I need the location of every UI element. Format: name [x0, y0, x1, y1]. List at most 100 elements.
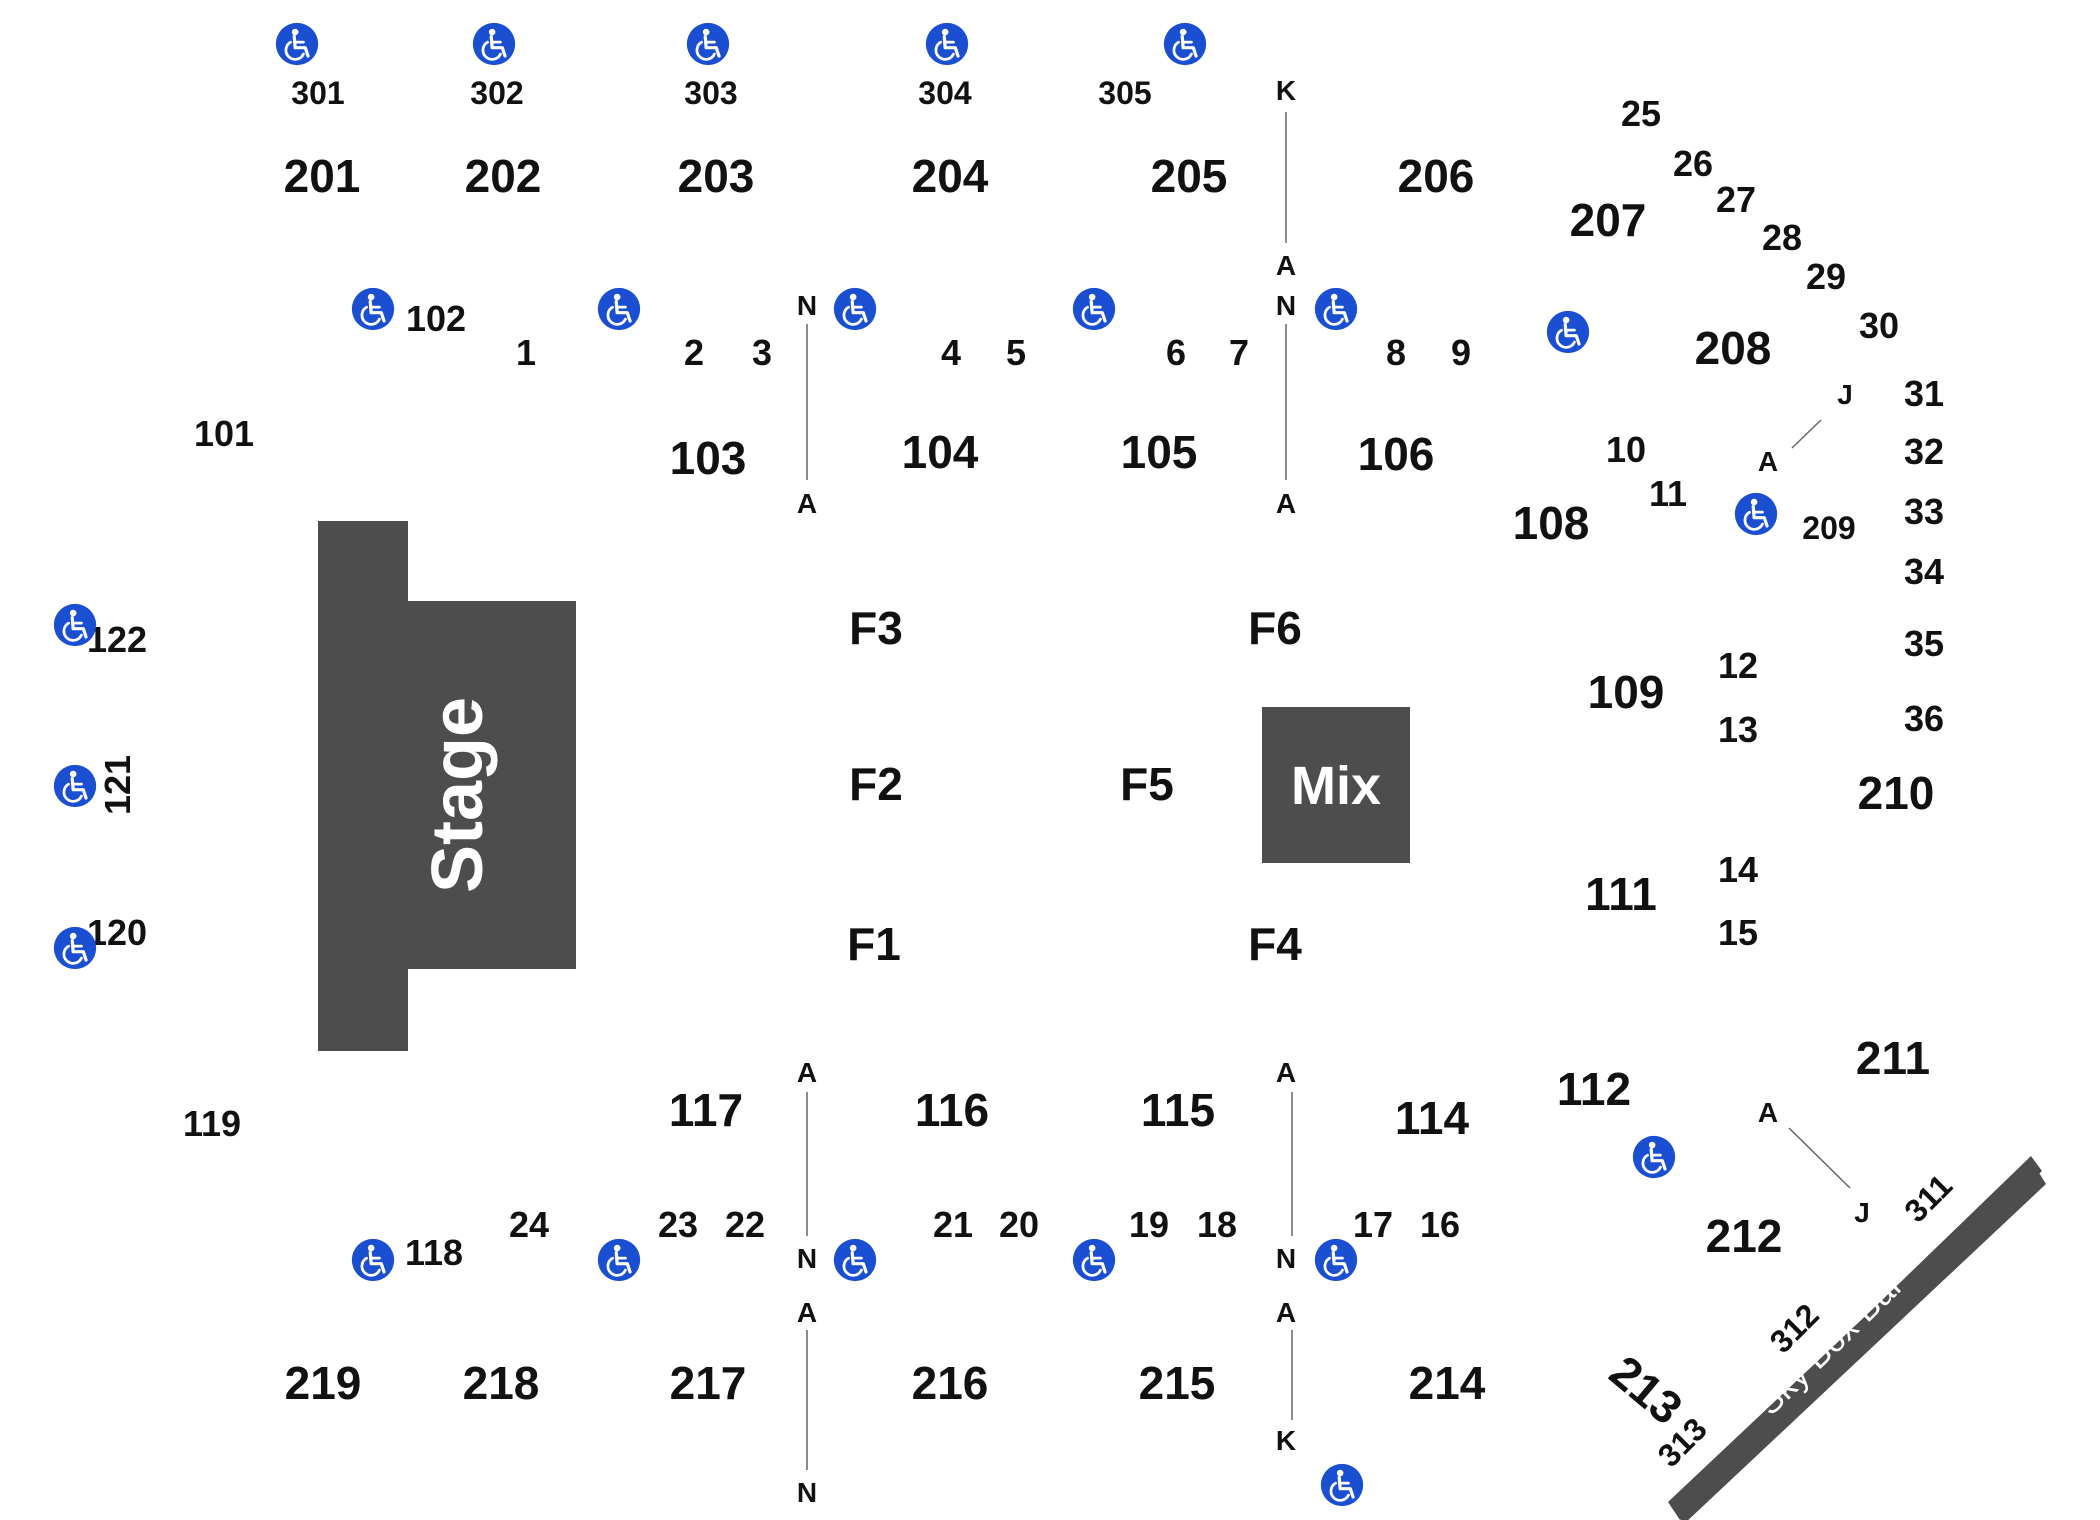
section-117[interactable]: 117 [669, 1084, 743, 1136]
row-label: N [1276, 1243, 1296, 1274]
section-219[interactable]: 219 [285, 1357, 362, 1409]
box-34[interactable]: 34 [1904, 551, 1944, 592]
box-4[interactable]: 4 [941, 332, 961, 373]
box-5[interactable]: 5 [1006, 332, 1026, 373]
box-23[interactable]: 23 [658, 1204, 698, 1245]
mix-label: Mix [1291, 756, 1381, 816]
box-25[interactable]: 25 [1621, 93, 1661, 134]
section-210[interactable]: 210 [1858, 767, 1935, 819]
section-216[interactable]: 216 [912, 1357, 989, 1409]
sections-floor: F1 F2 F3 F4 F5 F6 [847, 602, 1302, 970]
box-31[interactable]: 31 [1904, 373, 1944, 414]
section-201[interactable]: 201 [284, 150, 361, 202]
section-218[interactable]: 218 [463, 1357, 540, 1409]
section-204[interactable]: 204 [912, 150, 989, 202]
box-19[interactable]: 19 [1129, 1204, 1169, 1245]
section-120[interactable]: 120 [87, 912, 147, 953]
box-7[interactable]: 7 [1229, 332, 1249, 373]
box-32[interactable]: 32 [1904, 431, 1944, 472]
section-206[interactable]: 206 [1398, 150, 1475, 202]
section-305[interactable]: 305 [1098, 75, 1151, 111]
box-15[interactable]: 15 [1718, 912, 1758, 953]
wheelchair-icon [52, 763, 98, 809]
section-f5[interactable]: F5 [1120, 758, 1174, 810]
box-26[interactable]: 26 [1673, 143, 1713, 184]
wheelchair-icon [1631, 1134, 1677, 1180]
section-119[interactable]: 119 [183, 1103, 241, 1144]
section-112[interactable]: 112 [1557, 1063, 1631, 1115]
row-label: J [1854, 1197, 1870, 1228]
box-29[interactable]: 29 [1806, 256, 1846, 297]
section-108[interactable]: 108 [1513, 497, 1590, 549]
section-115[interactable]: 115 [1141, 1084, 1215, 1136]
box-24[interactable]: 24 [509, 1204, 549, 1245]
sections-100: 101 102 103 104 105 106 108 109 111 112 … [87, 298, 1664, 1273]
box-22[interactable]: 22 [725, 1204, 765, 1245]
box-1[interactable]: 1 [516, 332, 536, 373]
box-13[interactable]: 13 [1718, 709, 1758, 750]
box-17[interactable]: 17 [1353, 1204, 1393, 1245]
section-103[interactable]: 103 [670, 432, 747, 484]
section-301[interactable]: 301 [291, 75, 344, 111]
section-121[interactable]: 121 [97, 755, 138, 815]
box-33[interactable]: 33 [1904, 491, 1944, 532]
section-f3[interactable]: F3 [849, 602, 903, 654]
section-104[interactable]: 104 [902, 426, 979, 478]
section-101[interactable]: 101 [194, 413, 254, 454]
section-302[interactable]: 302 [470, 75, 523, 111]
section-217[interactable]: 217 [670, 1357, 747, 1409]
section-215[interactable]: 215 [1139, 1357, 1216, 1409]
section-122[interactable]: 122 [87, 619, 147, 660]
section-209[interactable]: 209 [1802, 510, 1855, 546]
section-205[interactable]: 205 [1151, 150, 1228, 202]
box-28[interactable]: 28 [1762, 217, 1802, 258]
section-f6[interactable]: F6 [1248, 602, 1302, 654]
box-18[interactable]: 18 [1197, 1204, 1237, 1245]
box-21[interactable]: 21 [933, 1204, 973, 1245]
section-202[interactable]: 202 [465, 150, 542, 202]
section-212[interactable]: 212 [1706, 1210, 1783, 1262]
row-label: N [1276, 290, 1296, 321]
box-12[interactable]: 12 [1718, 645, 1758, 686]
box-9[interactable]: 9 [1451, 332, 1471, 373]
wheelchair-icon [350, 286, 396, 332]
box-27[interactable]: 27 [1716, 179, 1756, 220]
box-30[interactable]: 30 [1859, 305, 1899, 346]
section-f2[interactable]: F2 [849, 758, 903, 810]
section-304[interactable]: 304 [918, 75, 972, 111]
section-203[interactable]: 203 [678, 150, 755, 202]
box-35[interactable]: 35 [1904, 623, 1944, 664]
box-10[interactable]: 10 [1606, 429, 1646, 470]
box-36[interactable]: 36 [1904, 698, 1944, 739]
stage[interactable]: Stage [318, 521, 576, 1051]
box-16[interactable]: 16 [1420, 1204, 1460, 1245]
section-105[interactable]: 105 [1121, 426, 1198, 478]
section-111[interactable]: 111 [1585, 868, 1657, 920]
box-3[interactable]: 3 [752, 332, 772, 373]
section-214[interactable]: 214 [1409, 1357, 1486, 1409]
wheelchair-icon [1071, 1237, 1117, 1283]
section-303[interactable]: 303 [684, 75, 737, 111]
section-106[interactable]: 106 [1358, 428, 1435, 480]
section-f1[interactable]: F1 [847, 918, 901, 970]
section-116[interactable]: 116 [915, 1084, 989, 1136]
box-6[interactable]: 6 [1166, 332, 1186, 373]
section-f4[interactable]: F4 [1248, 918, 1302, 970]
section-208[interactable]: 208 [1695, 322, 1772, 374]
box-14[interactable]: 14 [1718, 849, 1758, 890]
section-207[interactable]: 207 [1570, 194, 1647, 246]
section-118[interactable]: 118 [405, 1232, 463, 1273]
box-11[interactable]: 11 [1649, 473, 1687, 514]
box-2[interactable]: 2 [684, 332, 704, 373]
box-8[interactable]: 8 [1386, 332, 1406, 373]
row-label: A [1276, 488, 1296, 519]
section-114[interactable]: 114 [1395, 1092, 1470, 1144]
section-109[interactable]: 109 [1588, 666, 1665, 718]
section-311[interactable]: 311 [1897, 1167, 1959, 1229]
aisle-lines [806, 112, 1851, 1470]
section-102[interactable]: 102 [406, 298, 466, 339]
box-20[interactable]: 20 [999, 1204, 1039, 1245]
wheelchair-icon [1313, 286, 1359, 332]
section-211[interactable]: 211 [1856, 1032, 1930, 1084]
row-label: N [797, 1477, 817, 1508]
